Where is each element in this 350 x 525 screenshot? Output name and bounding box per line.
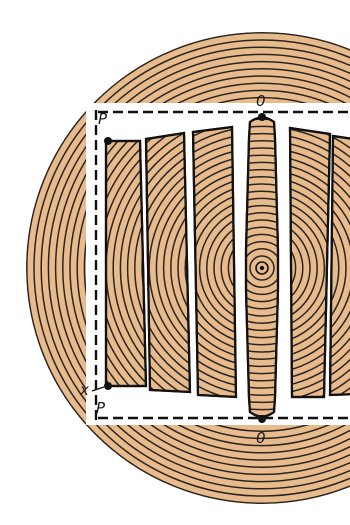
label-o-bottom: 0 [256,429,266,447]
label-o-top: 0 [256,92,266,110]
point-o-top [258,113,266,121]
point-p-bottom [104,382,112,390]
label-p-bottom: P [96,399,106,417]
label-x: x [79,381,89,399]
label-p-top: P [98,110,108,128]
point-o-bottom [258,415,266,423]
pith-center [260,266,264,270]
point-p-top [104,137,112,145]
